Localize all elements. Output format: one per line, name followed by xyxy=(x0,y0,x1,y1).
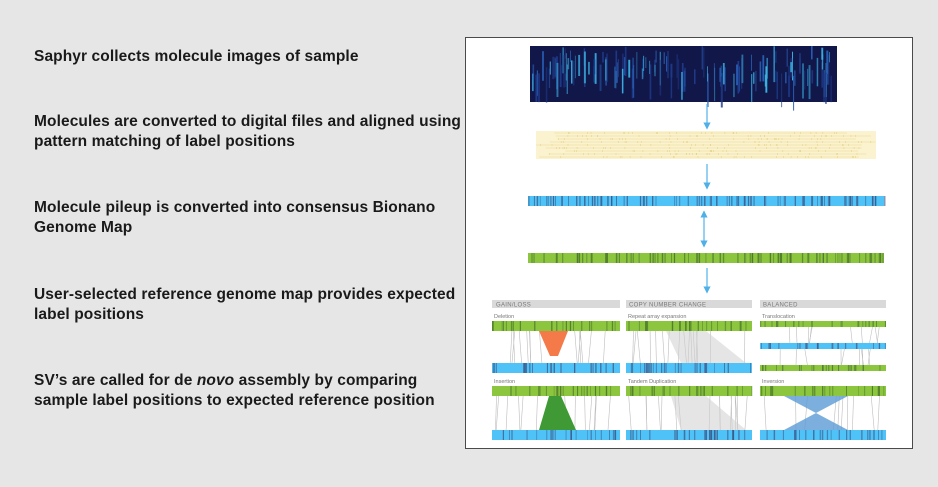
molecule-streaks xyxy=(532,46,832,111)
panel-copy-number-title: COPY NUMBER CHANGE xyxy=(629,303,706,309)
label-deletion: Deletion xyxy=(494,314,514,320)
step-5-text-pre: SV’s are called for de xyxy=(34,372,197,389)
label-insertion: Insertion xyxy=(494,379,515,385)
step-2-text: Molecules are converted to digital files… xyxy=(34,113,461,150)
step-1-text: Saphyr collects molecule images of sampl… xyxy=(34,48,359,65)
label-repeat-array: Repeat array expansion xyxy=(628,314,686,320)
step-5-text: SV’s are called for de novo assembly by … xyxy=(34,371,464,411)
panel-balanced-title: BALANCED xyxy=(763,303,798,309)
workflow-figure: GAIN/LOSS Deletion Insertion COPY NUMBER… xyxy=(465,37,913,449)
step-4-text: User-selected reference genome map provi… xyxy=(34,286,456,323)
step-3-text: Molecule pileup is converted into consen… xyxy=(34,199,436,236)
consensus-genome-map xyxy=(528,196,886,206)
panel-gain-loss-header xyxy=(492,300,620,308)
workflow-figure-svg: GAIN/LOSS Deletion Insertion COPY NUMBER… xyxy=(492,46,886,440)
reference-genome-map xyxy=(528,253,884,263)
panel-copy-number-header xyxy=(626,300,752,308)
label-translocation: Translocation xyxy=(762,314,795,320)
step-5-text-post: assembly by comparing sample label posit… xyxy=(34,372,435,409)
molecule-alignment xyxy=(536,131,876,159)
sv-panels: GAIN/LOSS Deletion Insertion COPY NUMBER… xyxy=(492,300,886,440)
panel-gain-loss-title: GAIN/LOSS xyxy=(496,303,531,309)
step-5-text-em: novo xyxy=(196,372,235,389)
label-inversion: Inversion xyxy=(762,379,784,385)
label-tandem-dup: Tandem Duplication xyxy=(628,379,676,385)
panel-balanced-header xyxy=(760,300,886,308)
